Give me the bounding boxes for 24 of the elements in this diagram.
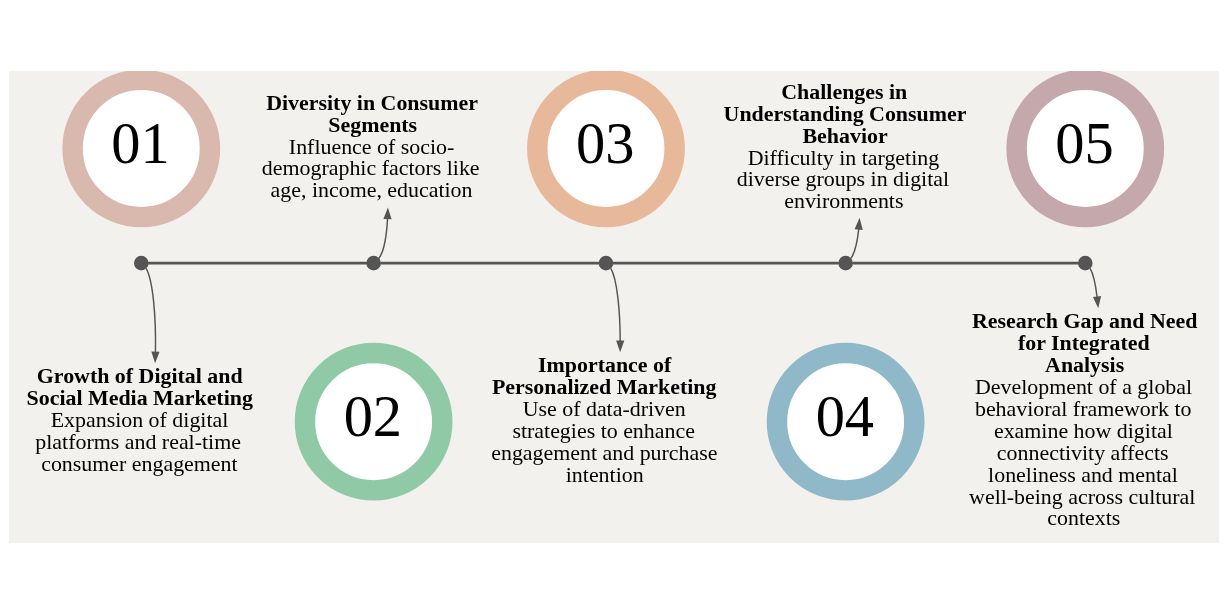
arrow — [610, 267, 625, 353]
node-circle: 03 — [527, 71, 685, 228]
connector — [852, 261, 1079, 265]
node-text: Diversity in Consumer Segments Influence of socio-demographic factors like age, income, education — [261, 89, 480, 203]
node-circle — [1077, 255, 1093, 271]
node-circle: 04 — [766, 342, 925, 501]
node-circle — [598, 255, 614, 271]
node-circle: 02 — [294, 342, 453, 501]
node-text: Research Gap and Need for Integrated Analysis Development of a global behavioral framework to examine how digital connectivity affects loneliness and mental well-being across cultural contexts — [969, 308, 1198, 531]
node-text: Growth of Digital and Social Media Marketing Expansion of digital platforms and real-time consumer engagement — [26, 362, 253, 476]
connector — [148, 261, 367, 265]
connector — [380, 261, 600, 265]
node-circle: 01 — [62, 71, 221, 228]
arrow — [1089, 267, 1102, 309]
node-circle — [133, 255, 149, 271]
arrow — [850, 217, 863, 260]
arrow — [145, 267, 160, 364]
node-circle — [838, 255, 853, 271]
node-circle: 05 — [1006, 71, 1165, 228]
node-text: Importance of Personalized Marketing Use of data-driven strategies to enhance engagement and purchase intention — [491, 352, 718, 487]
node-circle — [366, 255, 381, 271]
node-text: Challenges in Understanding Consumer Behavior Difficulty in targeting diverse groups in digital environments — [723, 78, 967, 214]
arrow — [377, 207, 392, 260]
connector — [613, 261, 839, 265]
